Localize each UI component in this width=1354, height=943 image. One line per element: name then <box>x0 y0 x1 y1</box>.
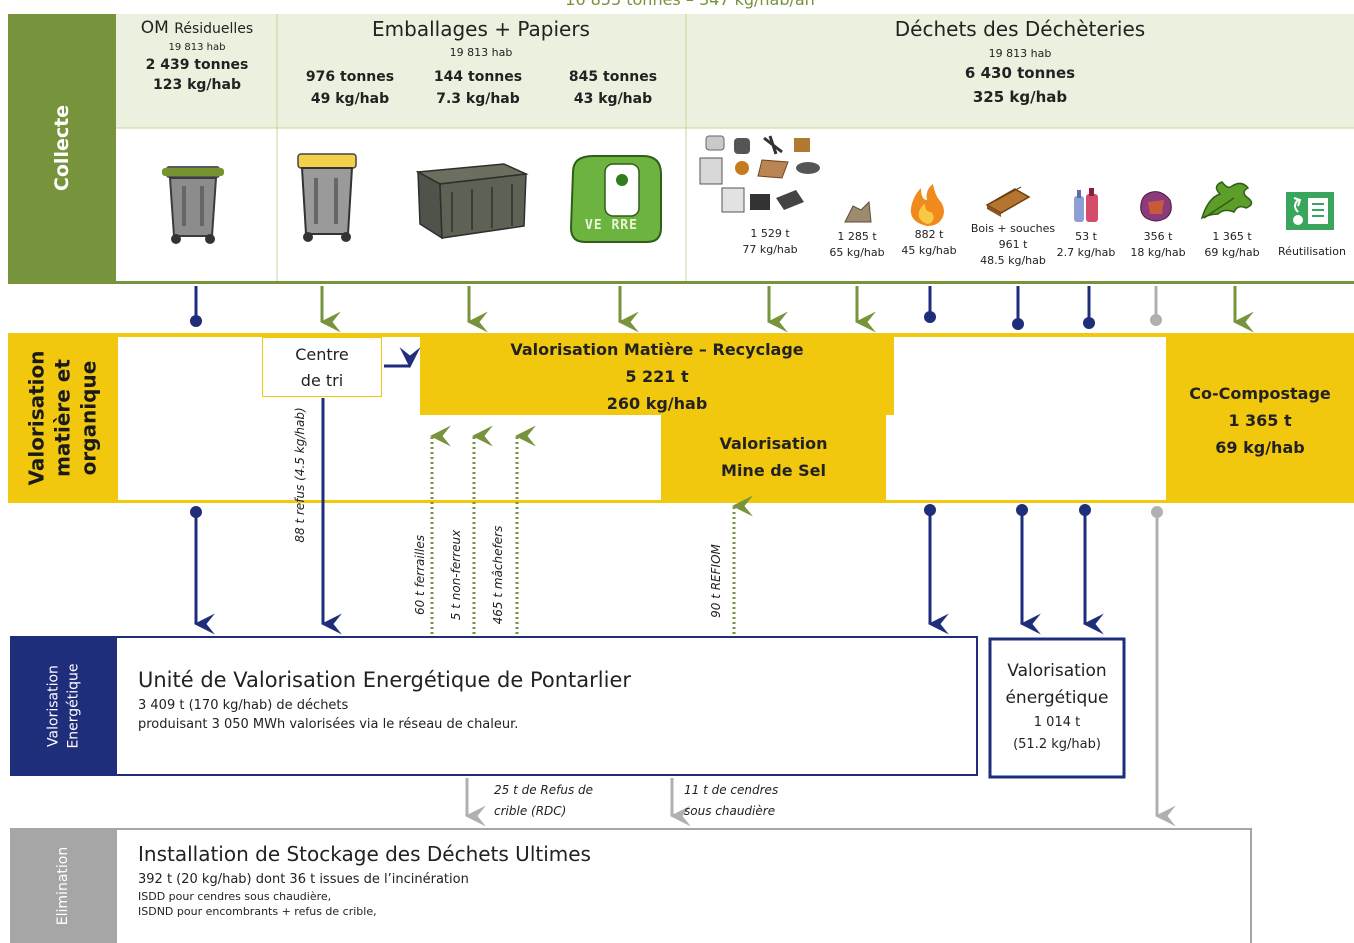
recyclage-box: Valorisation Matière – Recyclage 5 221 t… <box>510 340 804 413</box>
decheterie-item-8: Réutilisation <box>1278 245 1346 258</box>
decheteries-tonnes: 6 430 tonnes <box>964 64 1076 82</box>
section-label-elimination: Elimination <box>55 846 72 925</box>
flow-label-non-ferreux: 5 t non-ferreux <box>449 529 463 621</box>
gravats-icon <box>844 200 872 223</box>
section-label-energetique: Valorisation Energétique <box>45 663 82 749</box>
verre-label: VE RRE <box>585 218 638 233</box>
valorisation-white-area-2 <box>420 415 661 500</box>
uve-line1: 3 409 t (170 kg/hab) de déchets <box>138 698 349 713</box>
isdu-line3: ISDND pour encombrants + refus de crible… <box>138 905 377 918</box>
decheteries-kg: 325 kg/hab <box>972 88 1068 106</box>
top-total: 16 855 tonnes – 347 kg/hab/an <box>520 0 860 9</box>
isdu-box <box>117 830 1250 943</box>
om-title-small: Résiduelles <box>174 21 254 37</box>
om-title-big: OM <box>140 18 169 38</box>
isdu-content: Installation de Stockage des Déchets Ult… <box>138 842 1238 918</box>
verre-container-icon: VE RRE <box>563 152 667 246</box>
emballages-bin-icon <box>297 153 357 242</box>
om-bin-icon <box>162 166 224 244</box>
uve-content: Unité de Valorisation Energétique de Pon… <box>138 668 958 732</box>
section-label-collecte: Collecte <box>50 104 73 191</box>
valo-energ-box-border <box>988 637 1126 779</box>
bois-icon <box>985 186 1031 217</box>
om-kg: 123 kg/hab <box>153 77 241 93</box>
dotted-return-arrows <box>429 425 753 634</box>
valorisation-white-area-4 <box>886 415 894 500</box>
isdu-title: Installation de Stockage des Déchets Ult… <box>138 842 591 866</box>
dechets-verts-icon <box>1200 181 1253 220</box>
fire-icon <box>910 184 944 226</box>
om-hab: 19 813 hab <box>168 42 226 53</box>
emballages-title: Emballages + Papiers <box>372 17 590 41</box>
om-tonnes: 2 439 tonnes <box>145 57 249 73</box>
uve-title: Unité de Valorisation Energétique de Pon… <box>138 668 632 692</box>
flow-label-machefers: 465 t mâchefers <box>491 525 505 625</box>
isdu-line1: 392 t (20 kg/hab) dont 36 t issues de l’… <box>138 872 469 887</box>
valorisation-white-area-3 <box>894 337 1166 500</box>
flow-label-refiom: 90 t REFIOM <box>709 544 723 618</box>
uve-line2: produisant 3 050 MWh valorisées via le r… <box>138 717 519 732</box>
uve-box <box>117 638 976 774</box>
decheteries-title: Déchets des Déchèteries <box>894 17 1146 41</box>
arrows-collecte <box>190 286 1254 333</box>
valo-energetique-box: Valorisation énergétique 1 014 t (51.2 k… <box>1005 661 1109 752</box>
isdu-line2: ISDD pour cendres sous chaudière, <box>138 890 332 903</box>
arrows-to-energy <box>190 398 1176 827</box>
papier-crate-icon <box>415 163 529 240</box>
decheteries-hab: 19 813 hab <box>988 47 1052 60</box>
collecte-header-bg <box>116 14 1354 128</box>
dds-bottles-icon <box>1074 188 1098 222</box>
reutilisation-icon <box>1286 192 1334 230</box>
section-label-valorisation: Valorisation matière et organique <box>24 350 100 486</box>
emballages-hab: 19 813 hab <box>449 46 513 59</box>
encombrants-collage-icon <box>699 135 820 213</box>
deee-icon <box>1140 191 1172 222</box>
flow-label-ferrailles: 60 t ferrailles <box>413 534 427 616</box>
flow-label-refus: 88 t refus (4.5 kg/hab) <box>293 407 307 543</box>
om-header: OM Résiduelles 19 813 hab 2 439 tonnes 1… <box>118 18 276 93</box>
